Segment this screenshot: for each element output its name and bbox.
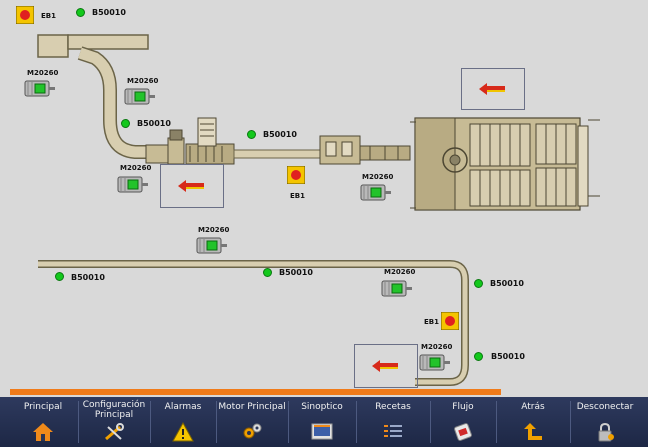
list-icon (384, 425, 402, 437)
nav-button-motor-principal[interactable]: Motor Principal (216, 397, 288, 447)
motor-label: M20260 (27, 69, 59, 77)
motor-icon[interactable] (24, 80, 56, 97)
nav-button-flujo[interactable]: Flujo (430, 397, 496, 447)
direction-box-bottom[interactable] (354, 344, 418, 388)
motor-label: M20260 (198, 226, 230, 234)
sensor-indicator (247, 130, 256, 139)
motor-icon[interactable] (196, 237, 228, 254)
active-screen-indicator (10, 389, 501, 395)
estop-label: EB1 (290, 192, 305, 200)
motor-icon[interactable] (124, 88, 156, 105)
left-arrow-icon (372, 360, 398, 372)
sensor-label: B50010 (279, 268, 313, 277)
motor-icon[interactable] (117, 176, 149, 193)
nav-button-desconectar[interactable]: Desconectar (570, 397, 640, 447)
direction-box-mid[interactable] (160, 164, 224, 208)
estop-label: EB1 (41, 12, 56, 20)
motor-label: M20260 (127, 77, 159, 85)
motor-label: M20260 (421, 343, 453, 351)
estop-label: EB1 (424, 318, 439, 326)
sensor-indicator (263, 268, 272, 277)
motor-label: M20260 (384, 268, 416, 276)
flow-icon (454, 423, 472, 441)
sensor-label: B50010 (92, 8, 126, 17)
motor-icon[interactable] (360, 184, 392, 201)
synoptic-canvas: EB1 EB1 EB1 B50010 B50010 B50010 B50010 … (16, 6, 600, 388)
warning-icon (172, 422, 194, 442)
sensor-indicator (55, 272, 64, 281)
navigation-toolbar: Principal Configuración Principal Alarma… (0, 397, 648, 447)
nav-button-recetas[interactable]: Recetas (356, 397, 430, 447)
motor-icon[interactable] (419, 354, 451, 371)
conveyor-layout (37, 34, 600, 386)
sensor-label: B50010 (137, 119, 171, 128)
nav-button-configuracion-principal[interactable]: Configuración Principal (78, 397, 150, 447)
filler-machine (145, 117, 321, 165)
sensor-indicator (76, 8, 85, 17)
emergency-stop-icon[interactable] (441, 312, 459, 330)
back-arrow-icon (524, 423, 542, 440)
direction-box-top[interactable] (461, 68, 525, 110)
labeller-machine (319, 135, 411, 165)
left-arrow-icon (479, 83, 505, 95)
motor-icon[interactable] (381, 280, 413, 297)
sensor-indicator (474, 352, 483, 361)
home-icon (33, 423, 53, 441)
nav-button-alarmas[interactable]: Alarmas (150, 397, 216, 447)
nav-button-sinoptico[interactable]: Sinoptico (288, 397, 356, 447)
emergency-stop-icon[interactable] (287, 166, 305, 184)
feed-hopper (37, 34, 149, 58)
left-arrow-icon (178, 180, 204, 192)
motor-label: M20260 (120, 164, 152, 172)
nav-button-principal[interactable]: Principal (8, 397, 78, 447)
nav-button-atras[interactable]: Atrás (496, 397, 570, 447)
gears-icon (243, 423, 262, 439)
padlock-icon (598, 422, 614, 442)
sensor-label: B50010 (491, 352, 525, 361)
monitor-icon (311, 423, 333, 440)
palletizer-machine (410, 117, 600, 211)
wrench-icon (105, 423, 124, 441)
sensor-label: B50010 (71, 273, 105, 282)
emergency-stop-icon[interactable] (16, 6, 34, 24)
sensor-indicator (121, 119, 130, 128)
motor-label: M20260 (362, 173, 394, 181)
sensor-indicator (474, 279, 483, 288)
sensor-label: B50010 (490, 279, 524, 288)
sensor-label: B50010 (263, 130, 297, 139)
